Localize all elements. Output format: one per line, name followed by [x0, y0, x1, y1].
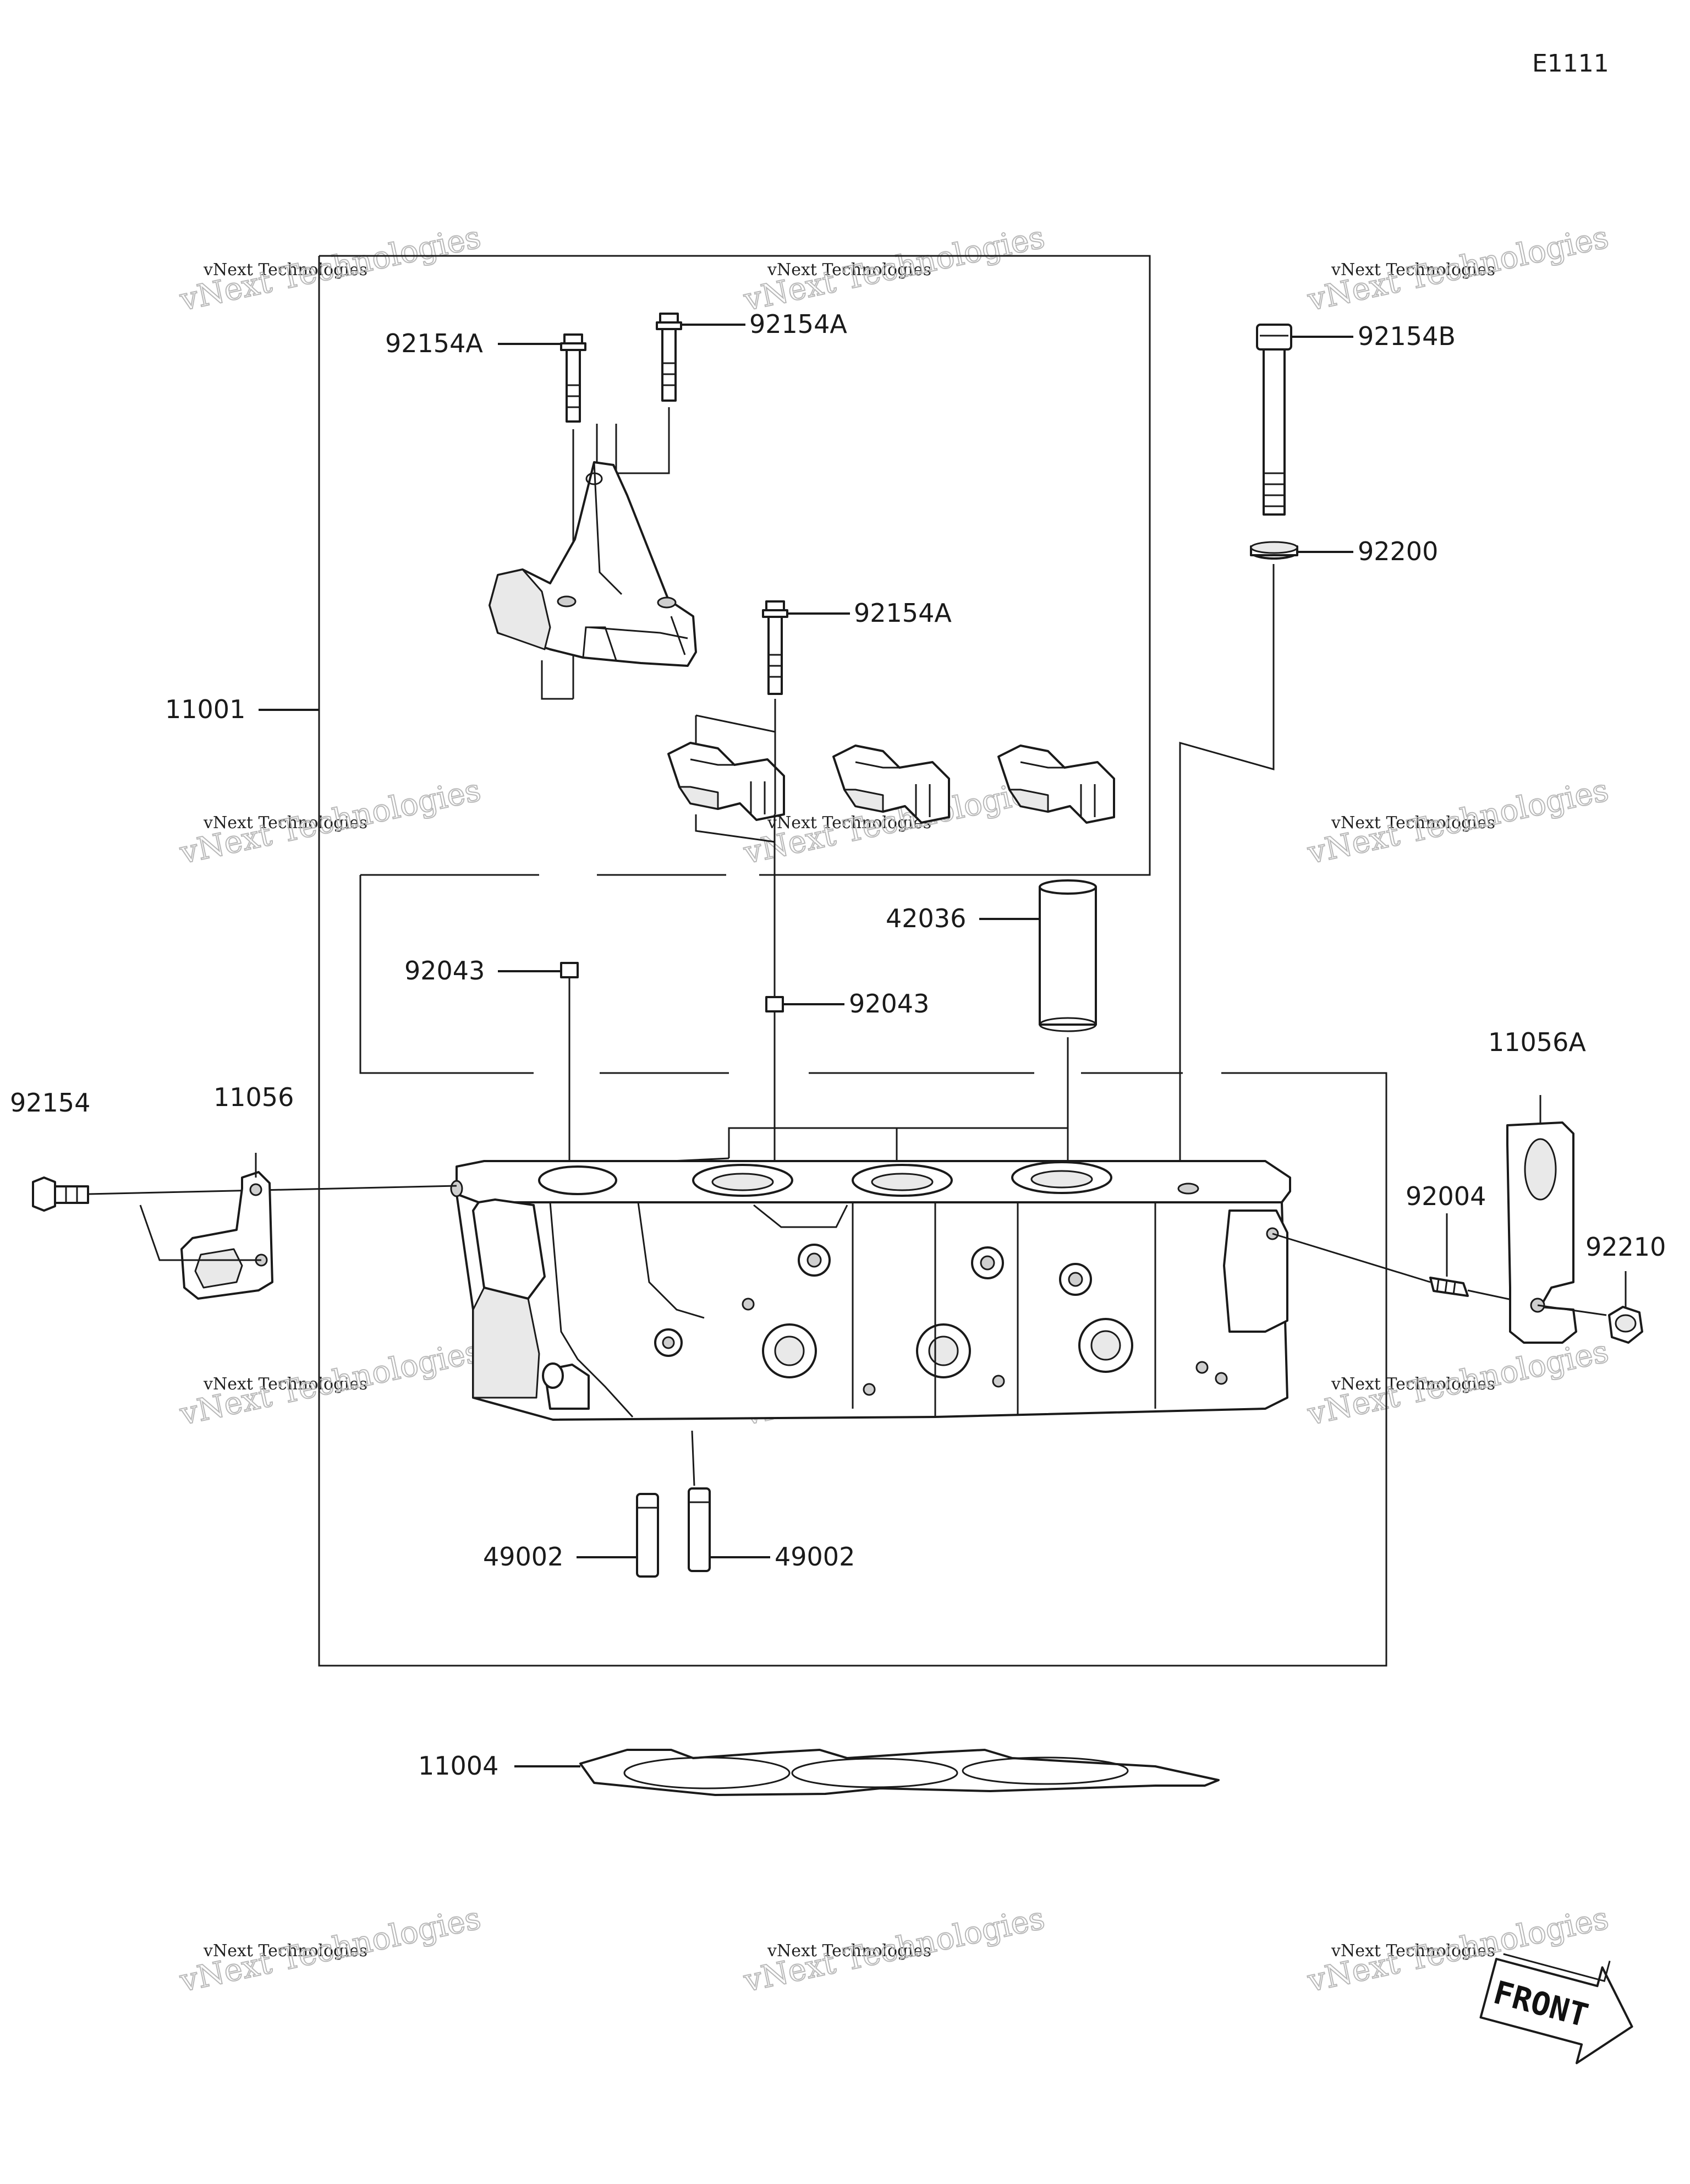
svg-text:vNext Technologies: vNext Technologies: [767, 260, 931, 280]
label-11004[interactable]: 11004: [418, 1751, 498, 1781]
front-arrow-icon: FRONT: [1479, 1953, 1633, 2065]
dowel-49002-right[interactable]: [688, 1487, 711, 1572]
watermark: vNext Technologies vNext Technologies: [1304, 219, 1612, 319]
dowel-49002-left[interactable]: [636, 1493, 659, 1578]
bracket-11056A[interactable]: [1506, 1121, 1577, 1344]
label-49002[interactable]: 49002: [775, 1542, 855, 1572]
svg-text:vNext Technologies: vNext Technologies: [203, 260, 367, 280]
label-92154B[interactable]: 92154B: [1358, 321, 1456, 351]
label-49002[interactable]: 49002: [483, 1542, 563, 1572]
svg-text:vNext Technologies: vNext Technologies: [767, 1941, 931, 1961]
label-11056[interactable]: 11056: [213, 1082, 294, 1112]
label-92210[interactable]: 92210: [1585, 1232, 1666, 1262]
watermark: vNext Technologies vNext Technologies: [740, 1900, 1049, 2000]
diagram-ref-code: E1111: [1532, 50, 1609, 78]
label-92043[interactable]: 92043: [849, 989, 929, 1019]
assembly-frames: [318, 255, 1387, 1667]
sleeve-42036[interactable]: [1039, 879, 1097, 1032]
svg-text:vNext Technologies: vNext Technologies: [203, 1375, 367, 1394]
cylinder-head[interactable]: [450, 1160, 1291, 1421]
label-92154A[interactable]: 92154A: [749, 309, 847, 339]
label-42036[interactable]: 42036: [886, 904, 966, 933]
bolt-92154A-middle[interactable]: [762, 600, 788, 695]
dowel-92043-left[interactable]: [560, 962, 579, 978]
label-11056A[interactable]: 11056A: [1488, 1027, 1586, 1057]
cam-bracket[interactable]: [489, 461, 697, 667]
washer-92200[interactable]: [1250, 541, 1298, 560]
bolt-92154[interactable]: [32, 1176, 89, 1212]
label-92154A[interactable]: 92154A: [854, 598, 952, 628]
watermark: vNext Technologies vNext Technologies: [176, 1333, 485, 1433]
label-92043[interactable]: 92043: [404, 956, 485, 986]
svg-text:vNext Technologies: vNext Technologies: [767, 813, 931, 833]
bolt-92154B[interactable]: [1256, 324, 1292, 516]
bolt-92154A-left[interactable]: [560, 333, 586, 423]
svg-text:vNext Technologies: vNext Technologies: [1331, 260, 1495, 280]
gasket-11004[interactable]: [579, 1749, 1220, 1796]
svg-text:vNext Technologies: vNext Technologies: [1331, 1941, 1495, 1961]
label-92154A[interactable]: 92154A: [385, 329, 483, 358]
label-92154[interactable]: 92154: [10, 1088, 90, 1118]
label-11001[interactable]: 11001: [165, 694, 245, 724]
part-labels: 92154A 92154A 92154A 92154B 92200 11001 …: [10, 309, 1666, 1781]
leader-lines: [259, 324, 1353, 1767]
dowel-92043-right[interactable]: [765, 996, 784, 1012]
nut-92210[interactable]: [1608, 1306, 1643, 1344]
label-92004[interactable]: 92004: [1406, 1181, 1486, 1211]
svg-text:vNext Technologies: vNext Technologies: [1331, 813, 1495, 833]
svg-text:vNext Technologies: vNext Technologies: [1331, 1375, 1495, 1394]
watermark-group: vNext Technologies vNext Technologies vN…: [176, 219, 1612, 2000]
bracket-11056[interactable]: [180, 1171, 273, 1300]
svg-text:vNext Technologies: vNext Technologies: [203, 1941, 367, 1961]
watermark: vNext Technologies vNext Technologies: [176, 219, 485, 319]
label-92200[interactable]: 92200: [1358, 537, 1438, 566]
watermark: vNext Technologies vNext Technologies: [1304, 1333, 1612, 1433]
watermark: vNext Technologies vNext Technologies: [740, 219, 1049, 319]
cam-caps[interactable]: [667, 742, 1115, 824]
watermark: vNext Technologies vNext Technologies: [176, 772, 485, 872]
stud-92004[interactable]: [1429, 1277, 1469, 1297]
bolt-92154A-right[interactable]: [656, 313, 682, 402]
watermark: vNext Technologies vNext Technologies: [1304, 772, 1612, 872]
svg-text:vNext Technologies: vNext Technologies: [203, 813, 367, 833]
watermark: vNext Technologies vNext Technologies: [176, 1900, 485, 2000]
